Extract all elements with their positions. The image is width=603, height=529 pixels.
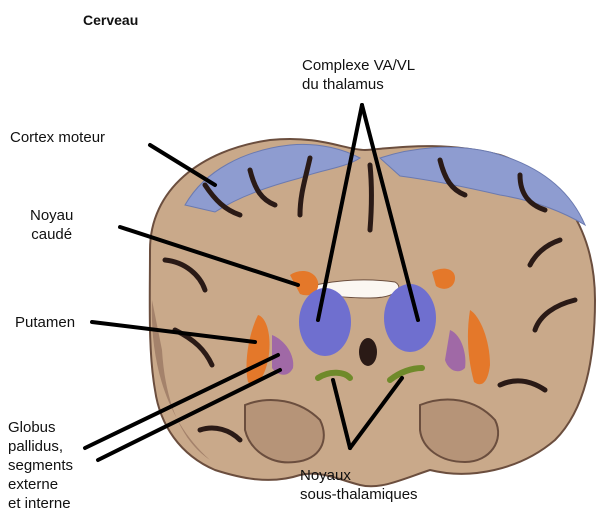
- label-noyau-caude: Noyau caudé: [30, 206, 73, 244]
- thalamus-va-vl-left: [299, 288, 351, 356]
- label-gp-line4: externe: [8, 475, 73, 494]
- label-gp-line5: et interne: [8, 494, 73, 513]
- label-noyaux-sous-thalamiques: Noyaux sous-thalamiques: [300, 466, 418, 504]
- label-putamen: Putamen: [15, 313, 75, 332]
- label-complexe-va-vl: Complexe VA/VL du thalamus: [302, 56, 415, 94]
- label-globus-pallidus: Globus pallidus, segments externe et int…: [8, 418, 73, 513]
- label-cortex-moteur: Cortex moteur: [10, 128, 105, 147]
- label-nst-line2: sous-thalamiques: [300, 485, 418, 504]
- label-noyau-caude-line1: Noyau: [30, 206, 73, 225]
- label-gp-line3: segments: [8, 456, 73, 475]
- figure-title: Cerveau: [83, 11, 138, 30]
- label-noyau-caude-line2: caudé: [30, 225, 73, 244]
- third-ventricle: [359, 338, 377, 366]
- label-va-vl-line1: Complexe VA/VL: [302, 56, 415, 75]
- label-gp-line1: Globus: [8, 418, 73, 437]
- label-nst-line1: Noyaux: [300, 466, 418, 485]
- brain-section: [150, 139, 595, 486]
- label-gp-line2: pallidus,: [8, 437, 73, 456]
- label-va-vl-line2: du thalamus: [302, 75, 415, 94]
